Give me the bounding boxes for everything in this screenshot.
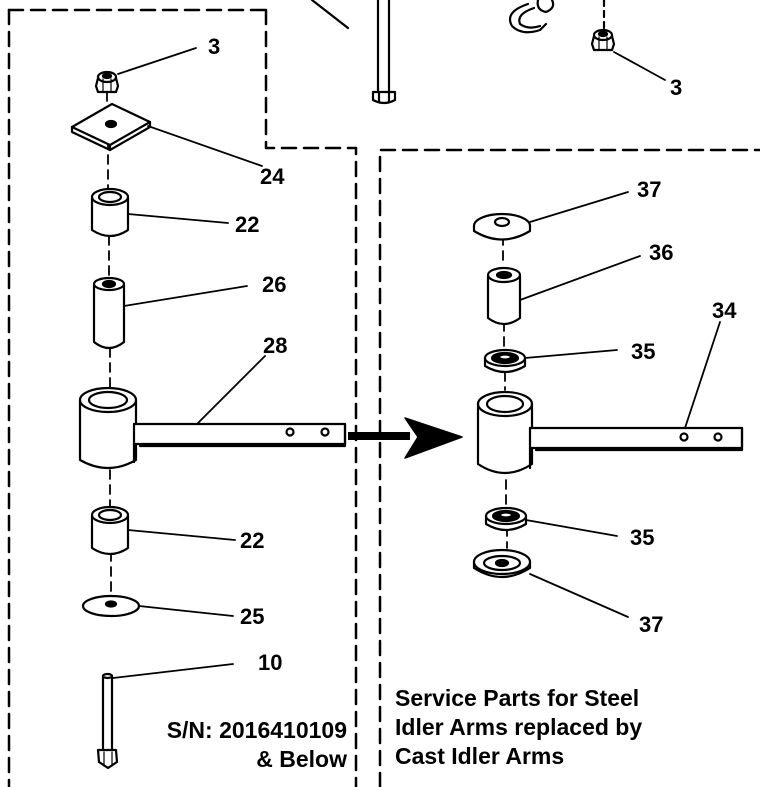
bolt-10	[96, 672, 119, 770]
right-assembly-centerline	[502, 235, 508, 549]
callout-35-upper: 35	[631, 339, 655, 364]
bottom-washer-37	[472, 548, 532, 579]
plate-24	[70, 102, 152, 152]
replacement-arrow	[348, 417, 463, 459]
left-assembly-centerline	[106, 91, 112, 596]
leader-25	[138, 605, 234, 617]
top-left-nut	[94, 70, 120, 94]
callout-labels: 3 24 22 26 28 22 25 10 3 37 36 34 35 35 …	[208, 34, 737, 675]
callout-22-lower: 22	[240, 528, 264, 553]
callout-25: 25	[240, 604, 264, 629]
leader-34	[684, 321, 721, 429]
leader-28	[196, 355, 266, 425]
service-caption-line-2: Idler Arms replaced by	[395, 714, 643, 740]
top-hook	[508, 0, 555, 34]
callout-24: 24	[260, 164, 285, 189]
leader-35-lower	[525, 519, 618, 537]
callout-3-top-left: 3	[208, 34, 220, 59]
callout-35-lower: 35	[630, 525, 654, 550]
callout-34: 34	[712, 298, 737, 323]
boundary-lines	[7, 8, 760, 787]
lower-bushing-22	[90, 505, 130, 556]
leader-37-top	[529, 191, 629, 223]
serial-range-line: & Below	[256, 746, 347, 772]
serial-number-caption: S/N: 2016410109 & Below	[167, 716, 347, 774]
leader-24	[147, 125, 263, 167]
top-bolt	[371, 0, 397, 105]
top-right-nut	[590, 28, 616, 52]
right-panel-boundary	[378, 148, 760, 787]
service-caption-line-1: Service Parts for Steel	[395, 685, 640, 711]
leader-3-top-left	[117, 47, 197, 75]
top-washer-37	[472, 212, 532, 241]
idler-arm-28	[78, 386, 347, 470]
service-parts-caption: Service Parts for Steel Idler Arms repla…	[395, 684, 642, 771]
callout-22-upper: 22	[235, 212, 259, 237]
leader-10	[112, 663, 234, 679]
top-leader-line	[310, 0, 350, 30]
service-spacer-36	[486, 266, 522, 326]
left-panel-step-boundary	[264, 8, 358, 787]
callout-3-top-right: 3	[670, 75, 682, 100]
upper-bushing-22	[90, 187, 130, 238]
leader-37-bottom	[529, 573, 629, 618]
callout-26: 26	[262, 272, 286, 297]
spacer-26	[92, 276, 126, 350]
service-caption-line-3: Cast Idler Arms	[395, 743, 565, 769]
serial-number-line: S/N: 2016410109	[166, 717, 347, 743]
callout-10: 10	[258, 650, 282, 675]
callout-37-top: 37	[637, 177, 661, 202]
lower-bearing-35	[484, 506, 528, 532]
washer-25	[81, 594, 141, 618]
leader-22-upper	[127, 213, 229, 224]
leader-lines	[112, 47, 721, 679]
callout-36: 36	[649, 240, 673, 265]
leader-36	[519, 255, 641, 301]
leader-22-lower	[127, 529, 236, 541]
upper-bearing-35	[483, 348, 527, 374]
cast-idler-arm-34	[476, 390, 744, 475]
callout-28: 28	[263, 333, 287, 358]
callout-37-bottom: 37	[639, 612, 663, 637]
leader-26	[123, 285, 248, 307]
leader-35-upper	[524, 349, 618, 359]
leader-3-top-right	[613, 51, 666, 81]
